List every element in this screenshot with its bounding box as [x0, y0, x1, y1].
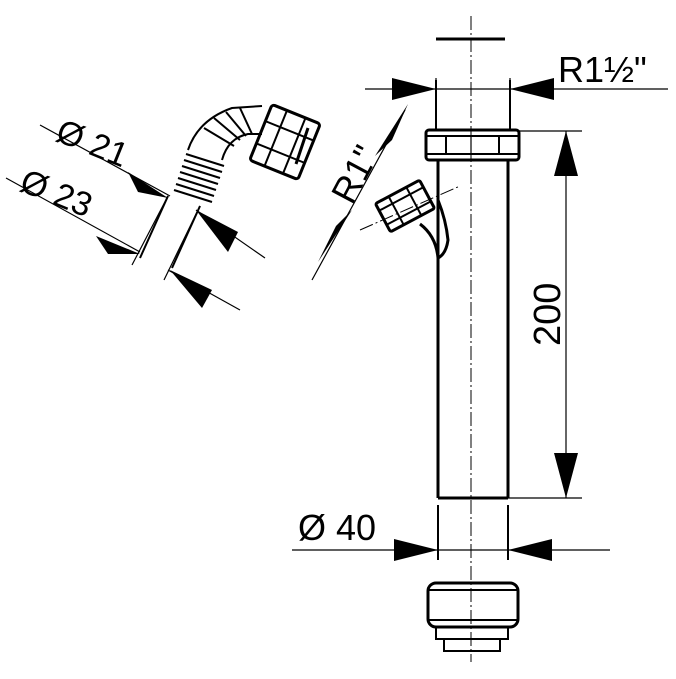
label-diameter-40: Ø 40 [298, 507, 376, 548]
dim-diameter-40: Ø 40 [292, 507, 610, 561]
label-r1-half: R1½" [558, 49, 647, 90]
dim-arrow-right [510, 78, 554, 100]
bottom-cap [426, 581, 520, 652]
main-pipe [424, 16, 521, 662]
label-200: 200 [527, 283, 569, 346]
hose-corrugations [173, 153, 225, 203]
dim-arrow-left [394, 539, 438, 561]
dim-arrow-top [554, 131, 578, 176]
label-diameter-23: Ø 23 [15, 162, 98, 225]
dim-arrow-right [508, 539, 552, 561]
dim-r1-half: R1½" [365, 49, 668, 100]
union-nut [424, 128, 521, 162]
side-branch [359, 179, 461, 260]
dim-arrow-bottom [554, 453, 578, 498]
label-diameter-21: Ø 21 [51, 112, 134, 175]
dim-r1: R1" [311, 104, 408, 281]
dim-200: 200 [508, 130, 582, 499]
label-r1: R1" [323, 139, 387, 210]
dim-arrow-left [392, 78, 436, 100]
